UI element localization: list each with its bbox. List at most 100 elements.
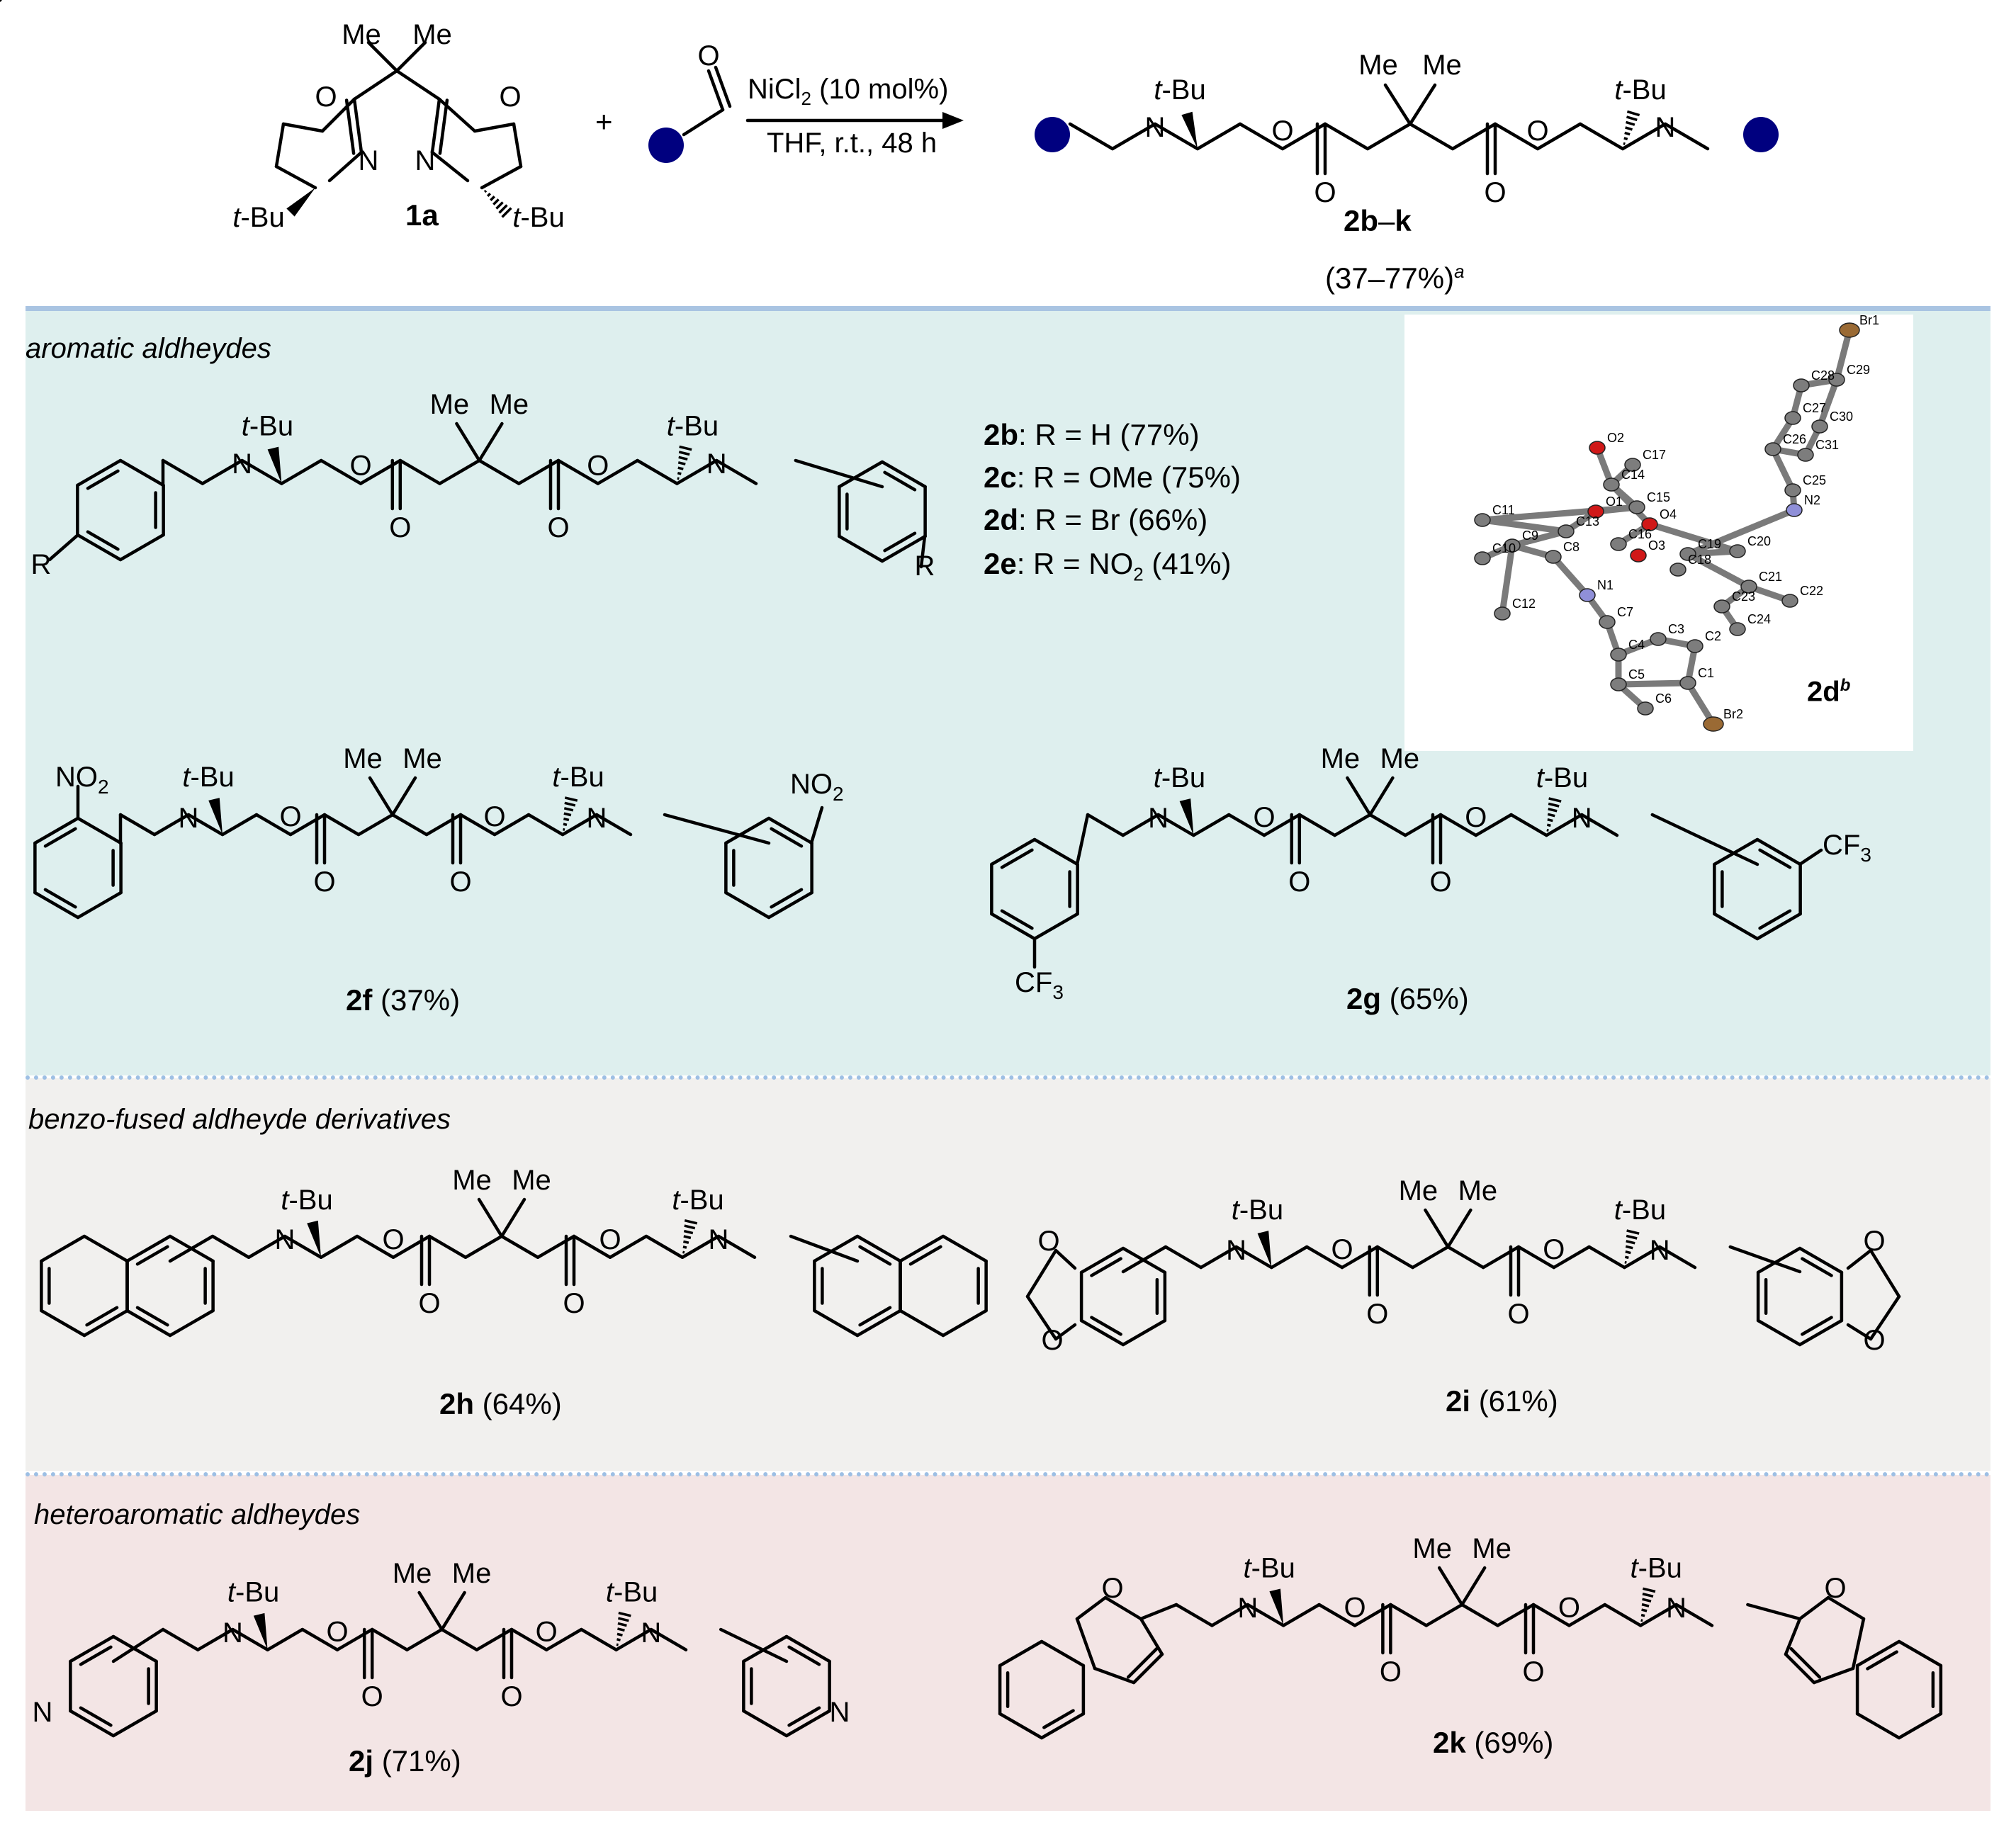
crystal-atom-label: C20	[1747, 534, 1771, 548]
bond	[536, 1234, 576, 1259]
bond	[390, 776, 417, 817]
nitrogen-label: N	[1655, 112, 1676, 143]
bond	[1075, 813, 1090, 866]
bond	[644, 1234, 685, 1259]
oxygen-label: O	[599, 1224, 621, 1255]
crystal-atom	[1603, 478, 1620, 492]
bond	[398, 458, 441, 485]
bond	[990, 912, 1037, 941]
compound-label-2j: 2j (71%)	[349, 1744, 461, 1778]
oxygen-label: O	[563, 1288, 585, 1319]
hash-bond	[616, 1643, 619, 1646]
bond	[1139, 1603, 1178, 1621]
bond	[1333, 813, 1372, 837]
bond	[509, 1627, 548, 1651]
crystal-atom	[1729, 544, 1746, 558]
bond	[168, 1234, 215, 1263]
bond	[724, 816, 771, 845]
bond	[500, 1197, 526, 1238]
bond	[1545, 813, 1584, 837]
crystal-bond	[1479, 516, 1570, 535]
crystal-atom-label: C16	[1628, 527, 1652, 541]
crystal-atom	[1686, 639, 1704, 653]
oxygen-label: O	[1507, 1299, 1529, 1330]
bond	[1093, 1666, 1136, 1685]
oxygen-label: O	[1271, 115, 1293, 147]
bond	[355, 1234, 395, 1259]
bond	[883, 531, 917, 553]
bond	[742, 1634, 789, 1663]
hash-bond	[563, 807, 574, 812]
bond	[1474, 813, 1513, 837]
hash-bond	[617, 1622, 627, 1627]
bond	[135, 1306, 169, 1327]
nitrogen-label: N	[1237, 1593, 1258, 1624]
bond	[79, 1645, 113, 1666]
crystal-atom	[1504, 538, 1521, 553]
bond	[430, 97, 441, 154]
hash-bond	[1547, 813, 1555, 818]
bond	[1713, 912, 1759, 941]
hash-bond	[677, 466, 684, 470]
bond	[636, 458, 679, 485]
crystal-atom	[1624, 458, 1641, 472]
crystal-atom	[1786, 503, 1803, 517]
bond	[500, 1234, 540, 1259]
bond	[458, 813, 497, 837]
hash-bond	[616, 1638, 621, 1642]
crystal-atom-label: C2	[1705, 629, 1721, 643]
bond	[82, 1309, 129, 1338]
bond	[1139, 1617, 1164, 1656]
hetero-section	[26, 1475, 1990, 1811]
crystal-atom	[1784, 483, 1801, 497]
crystal-atom-label: C24	[1747, 612, 1771, 626]
oxygen-label: O	[1101, 1573, 1123, 1604]
hash-bond	[1546, 828, 1549, 832]
bond	[455, 422, 481, 463]
bond	[480, 164, 523, 190]
hash-bond	[1548, 797, 1562, 803]
crystal-atom	[1637, 701, 1654, 716]
tbu-label: t-Bu	[672, 1185, 723, 1216]
crystal-atom-label: C21	[1759, 570, 1782, 584]
hash-bond	[682, 1245, 687, 1249]
hash-bond	[1642, 1598, 1652, 1603]
bond	[463, 1234, 504, 1259]
oxygen-label: O	[1863, 1325, 1885, 1356]
bond	[1153, 122, 1200, 151]
bond	[767, 891, 813, 920]
crystal-atom-label: C4	[1628, 638, 1645, 652]
crystal-atom-label: C9	[1522, 529, 1538, 543]
hash-bond	[492, 198, 500, 205]
hash-bond	[679, 445, 692, 451]
hash-bond	[1626, 1234, 1638, 1240]
bond	[919, 534, 927, 569]
bond	[595, 813, 633, 837]
crystal-atom	[1628, 500, 1645, 514]
hash-bond	[1625, 1245, 1633, 1250]
hash-bond	[678, 456, 688, 461]
bond	[855, 1309, 902, 1338]
crystal-atom	[1599, 615, 1616, 629]
bond	[908, 1245, 942, 1266]
bond	[998, 1712, 1044, 1740]
oxygen-label: O	[1037, 1226, 1059, 1257]
tbu-label: t-Bu	[512, 202, 564, 233]
bond	[1713, 837, 1759, 866]
wedge-bond	[253, 1612, 268, 1650]
bond	[1040, 1712, 1086, 1740]
oxygen-label: O	[389, 512, 411, 543]
crystal-atom-label: O1	[1606, 495, 1623, 509]
bond	[1424, 1208, 1450, 1249]
bond	[1032, 837, 1079, 866]
bond	[706, 69, 725, 112]
bond	[1000, 909, 1034, 930]
bond	[1460, 1566, 1487, 1607]
bond	[899, 1309, 945, 1338]
nitrogen-label: N	[275, 1224, 295, 1255]
oxygen-label: O	[361, 1681, 383, 1712]
hash-bond	[1642, 1593, 1654, 1598]
bond	[770, 827, 804, 848]
bond	[1846, 1323, 1873, 1341]
